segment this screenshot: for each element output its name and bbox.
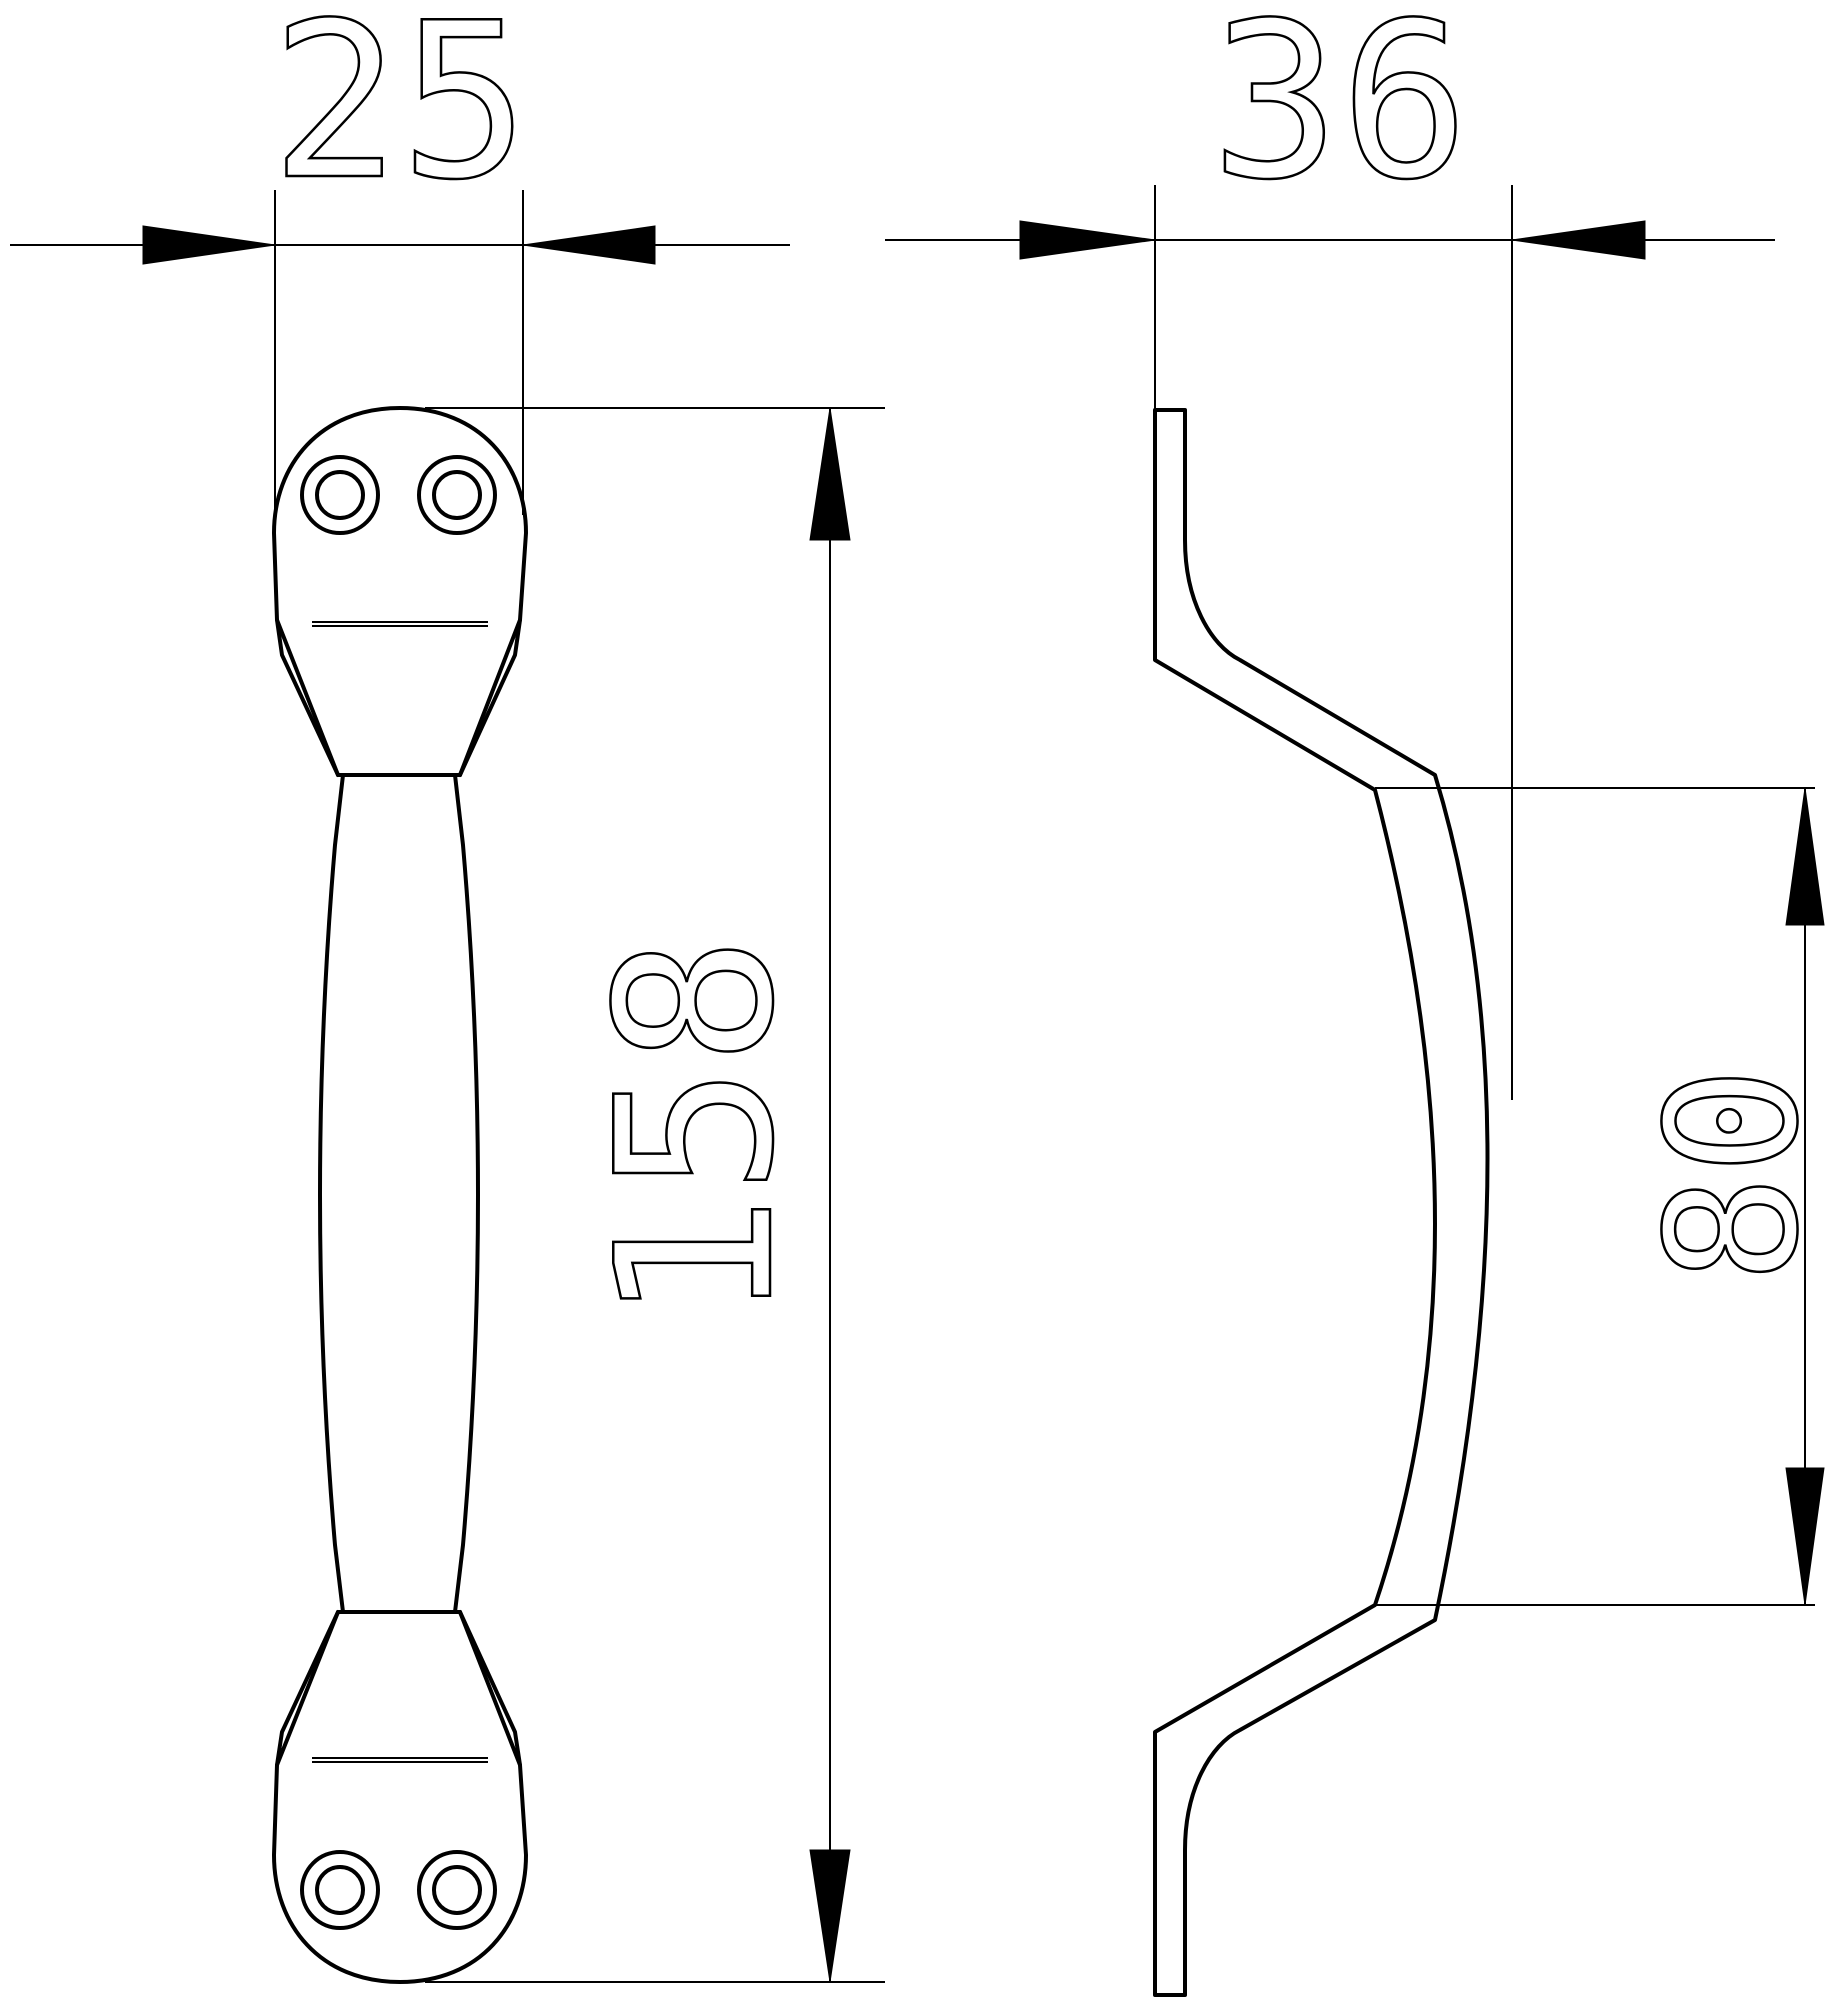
top-plate-bevel xyxy=(275,618,522,777)
dimension-arrow xyxy=(1511,220,1646,260)
screw-hole xyxy=(417,1850,497,1930)
dimension-arrow xyxy=(809,1849,851,1983)
dimension-arrow xyxy=(1785,1467,1825,1606)
screw-hole xyxy=(300,1850,380,1930)
dimension-arrow xyxy=(809,407,851,541)
front-view xyxy=(272,406,528,1984)
dimension-label-depth: 36 xyxy=(1211,0,1470,227)
handle-profile xyxy=(1153,408,1490,1997)
bottom-plate-bevel xyxy=(275,1610,522,1767)
side-view xyxy=(1153,408,1490,1997)
dimension-arrow xyxy=(1785,787,1825,926)
dimension-width: 25 xyxy=(10,0,790,515)
bottom-slot-line xyxy=(312,1757,488,1763)
dimension-label-grip-span: 80 xyxy=(1629,1067,1838,1284)
dimension-label-length: 158 xyxy=(570,936,821,1324)
grip-bar xyxy=(318,773,480,1614)
dimension-arrow xyxy=(142,225,276,265)
dimension-length: 158 xyxy=(425,407,885,1983)
dimension-label-width: 25 xyxy=(271,0,530,227)
screw-hole xyxy=(300,455,380,535)
dimension-depth: 36 xyxy=(885,0,1775,1100)
bottom-mount-plate xyxy=(272,1610,528,1984)
dimension-arrow xyxy=(1019,220,1156,260)
top-slot-line xyxy=(312,621,488,627)
screw-hole xyxy=(417,455,497,535)
dimension-grip-span: 80 xyxy=(1375,787,1839,1606)
dimension-arrow xyxy=(522,225,656,265)
top-mount-plate xyxy=(272,406,528,777)
